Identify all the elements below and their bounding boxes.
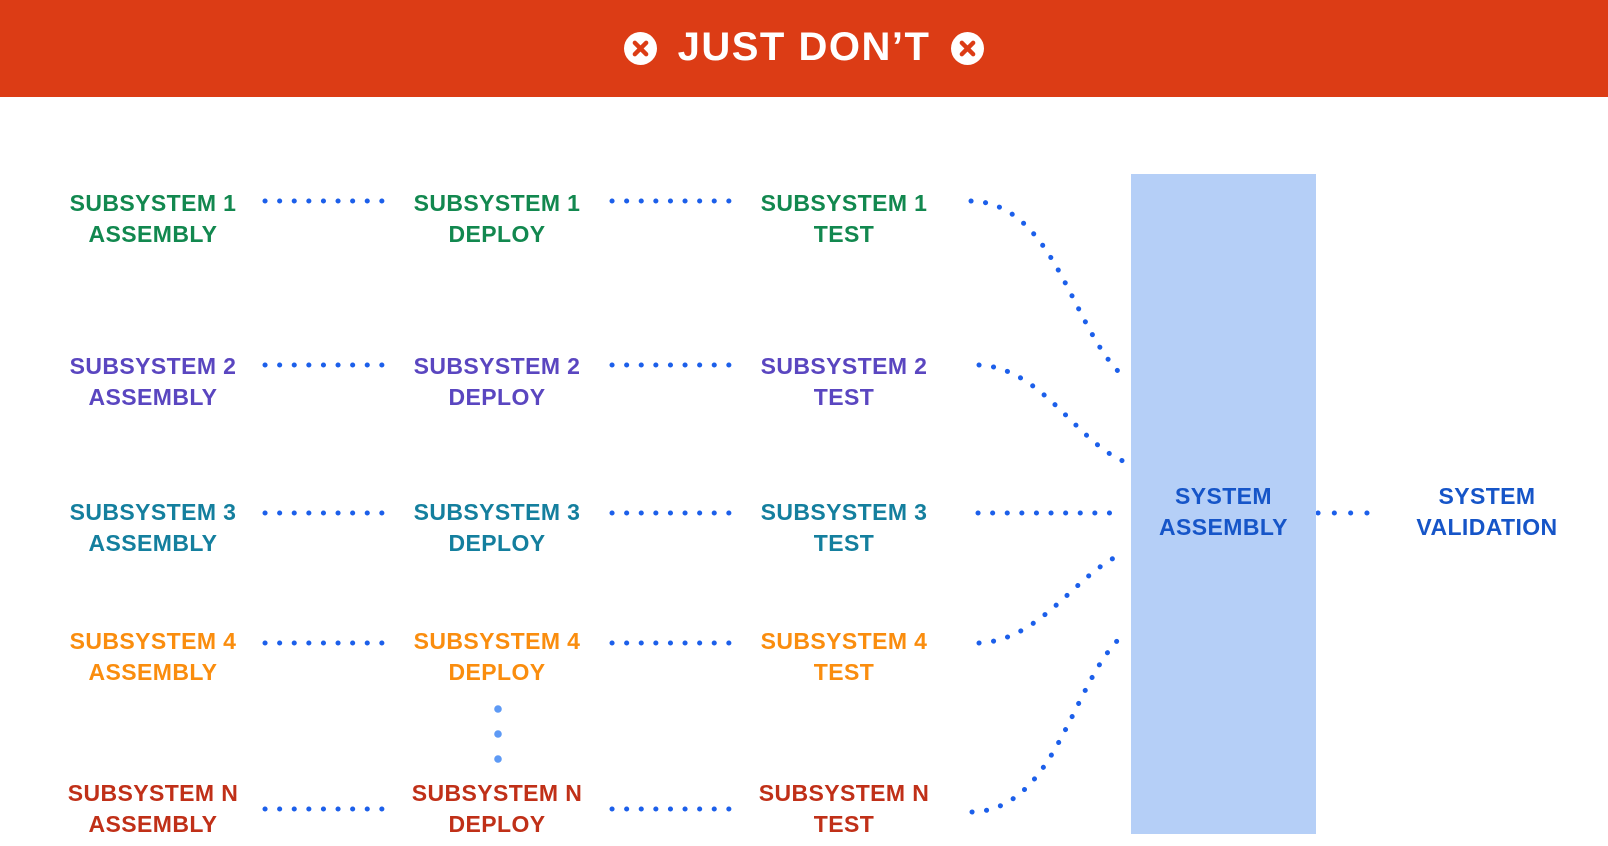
label-subsystem-4-assembly: SUBSYSTEM 4 ASSEMBLY — [33, 626, 273, 688]
label-line1: SUBSYSTEM 4 — [413, 628, 581, 654]
system-assembly-box — [1131, 174, 1316, 834]
label-subsystem-1-assembly: SUBSYSTEM 1 ASSEMBLY — [33, 188, 273, 250]
connector-row4-test-to-box — [976, 551, 1125, 646]
connector-row2-test-to-box — [976, 362, 1126, 464]
label-subsystem-3-assembly: SUBSYSTEM 3 ASSEMBLY — [33, 497, 273, 559]
label-line2: ASSEMBLY — [1159, 514, 1288, 540]
label-line2: TEST — [813, 530, 875, 556]
label-line1: SYSTEM — [1438, 483, 1536, 509]
label-line2: ASSEMBLY — [88, 659, 218, 685]
label-subsystem-2-assembly: SUBSYSTEM 2 ASSEMBLY — [33, 351, 273, 413]
label-line1: SUBSYSTEM N — [411, 780, 583, 806]
label-line2: VALIDATION — [1416, 514, 1558, 540]
label-line2: DEPLOY — [448, 659, 546, 685]
label-line1: SUBSYSTEM 1 — [69, 190, 237, 216]
connector-row1-test-to-box — [968, 198, 1126, 379]
label-subsystem-n-test: SUBSYSTEM N TEST — [724, 778, 964, 840]
x-circle-icon — [623, 32, 657, 65]
label-line2: DEPLOY — [448, 811, 546, 837]
label-line1: SUBSYSTEM 1 — [413, 190, 581, 216]
label-line2: TEST — [813, 659, 875, 685]
label-subsystem-2-deploy: SUBSYSTEM 2 DEPLOY — [377, 351, 617, 413]
label-subsystem-1-deploy: SUBSYSTEM 1 DEPLOY — [377, 188, 617, 250]
label-line2: TEST — [813, 811, 875, 837]
label-line1: SYSTEM — [1175, 483, 1272, 509]
label-line2: TEST — [813, 221, 875, 247]
vertical-ellipsis-dot — [494, 705, 502, 713]
label-subsystem-4-test: SUBSYSTEM 4 TEST — [724, 626, 964, 688]
label-line1: SUBSYSTEM 4 — [760, 628, 928, 654]
label-subsystem-4-deploy: SUBSYSTEM 4 DEPLOY — [377, 626, 617, 688]
label-line1: SUBSYSTEM 3 — [413, 499, 581, 525]
label-line2: ASSEMBLY — [88, 221, 218, 247]
label-line2: DEPLOY — [448, 530, 546, 556]
label-line1: SUBSYSTEM 2 — [69, 353, 237, 379]
label-line2: TEST — [813, 384, 875, 410]
label-line1: SUBSYSTEM 3 — [69, 499, 237, 525]
vertical-ellipsis-dot — [494, 755, 502, 763]
system-validation-label: SYSTEM VALIDATION — [1367, 481, 1607, 543]
label-line1: SUBSYSTEM N — [758, 780, 930, 806]
label-subsystem-3-test: SUBSYSTEM 3 TEST — [724, 497, 964, 559]
label-subsystem-n-assembly: SUBSYSTEM N ASSEMBLY — [33, 778, 273, 840]
label-line1: SUBSYSTEM 1 — [760, 190, 928, 216]
label-line1: SUBSYSTEM 2 — [413, 353, 581, 379]
label-line1: SUBSYSTEM 2 — [760, 353, 928, 379]
label-line2: ASSEMBLY — [88, 384, 218, 410]
system-assembly-label: SYSTEM ASSEMBLY — [1131, 481, 1316, 543]
label-subsystem-2-test: SUBSYSTEM 2 TEST — [724, 351, 964, 413]
label-line1: SUBSYSTEM 4 — [69, 628, 237, 654]
label-subsystem-3-deploy: SUBSYSTEM 3 DEPLOY — [377, 497, 617, 559]
label-line2: DEPLOY — [448, 221, 546, 247]
connector-rown-test-to-box — [969, 633, 1125, 815]
label-subsystem-1-test: SUBSYSTEM 1 TEST — [724, 188, 964, 250]
label-line1: SUBSYSTEM 3 — [760, 499, 928, 525]
banner-title: JUST DON’T — [677, 25, 931, 69]
x-circle-icon — [951, 32, 985, 65]
label-line2: ASSEMBLY — [88, 811, 218, 837]
banner: JUST DON’T — [0, 0, 1608, 97]
label-subsystem-n-deploy: SUBSYSTEM N DEPLOY — [377, 778, 617, 840]
vertical-ellipsis-dot — [494, 730, 502, 738]
label-line1: SUBSYSTEM N — [67, 780, 239, 806]
label-line2: ASSEMBLY — [88, 530, 218, 556]
label-line2: DEPLOY — [448, 384, 546, 410]
